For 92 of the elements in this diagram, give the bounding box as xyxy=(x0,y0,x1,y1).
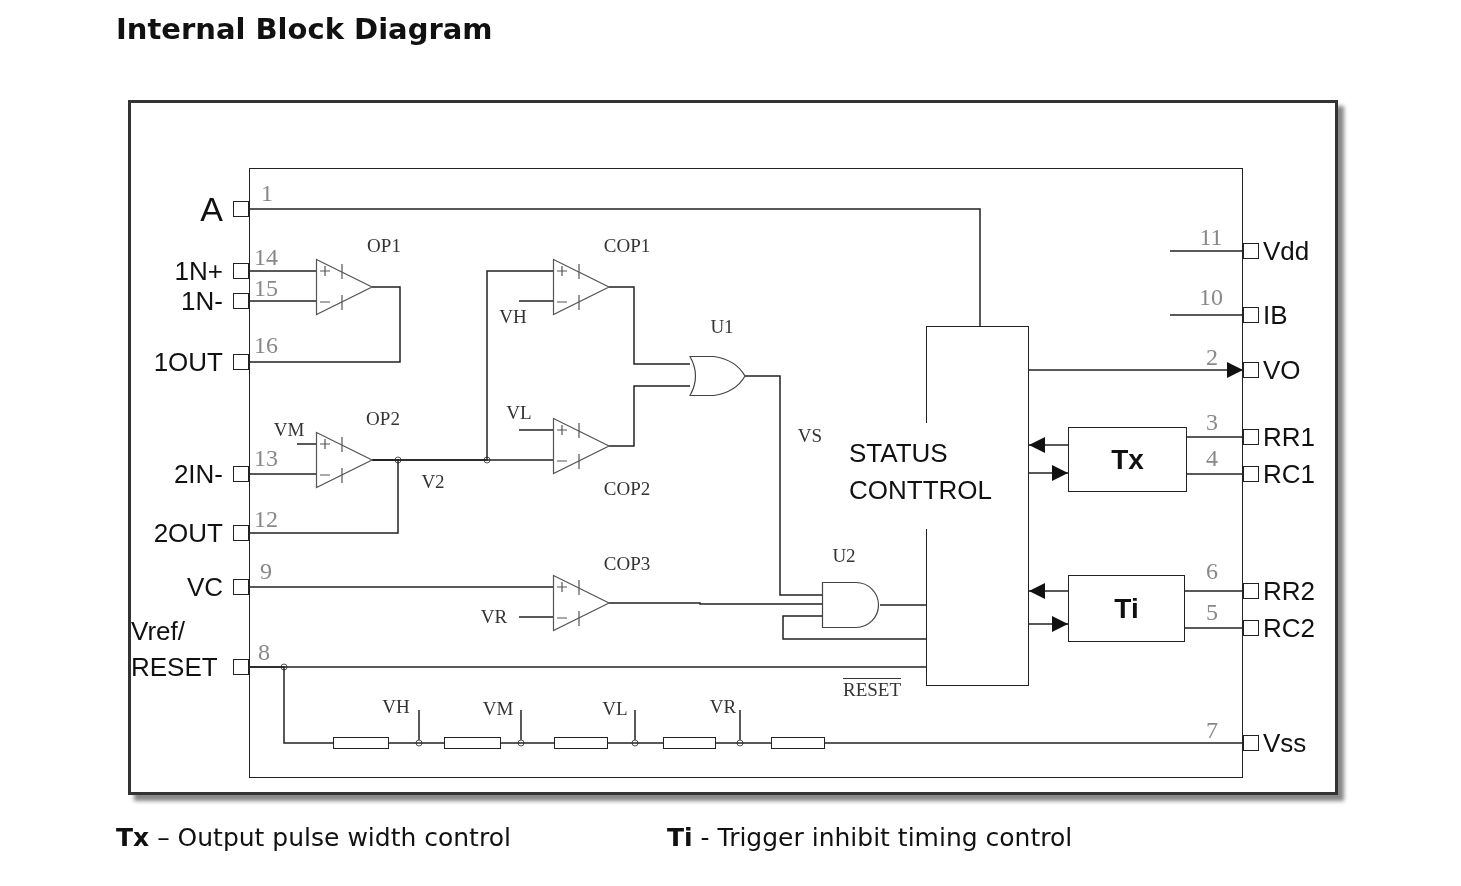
wire xyxy=(248,473,317,475)
pin-number: 2 xyxy=(1206,343,1218,371)
arrow xyxy=(1028,465,1069,481)
pin-label: VO xyxy=(1263,355,1301,385)
pin-number: 9 xyxy=(260,557,272,585)
pin-label: IB xyxy=(1263,300,1288,330)
wire xyxy=(607,742,664,744)
resistor-symbol xyxy=(663,737,716,749)
wire xyxy=(500,742,555,744)
pin-label: 1N- xyxy=(181,286,223,316)
arrow xyxy=(1028,362,1244,378)
component-label: OP2 xyxy=(366,408,400,430)
resistor-symbol xyxy=(444,737,501,749)
pin-number: 14 xyxy=(254,243,278,271)
net-label: VH xyxy=(382,696,410,718)
component-label: COP1 xyxy=(603,235,651,257)
pin-label: RC2 xyxy=(1263,613,1315,643)
wire xyxy=(608,385,691,447)
wire xyxy=(608,602,823,605)
pin-label: Vss xyxy=(1263,728,1307,758)
wire xyxy=(388,742,445,744)
wire xyxy=(248,270,317,272)
wire xyxy=(518,616,554,618)
pin-number: 7 xyxy=(1206,716,1218,744)
pin-label: Vref/ RESET xyxy=(131,615,219,684)
pin-number: 15 xyxy=(254,274,278,302)
pin-label: RC1 xyxy=(1263,459,1315,489)
component-label: U2 xyxy=(832,545,856,567)
wire xyxy=(879,604,927,606)
wire xyxy=(248,286,401,363)
pin-label: Vdd xyxy=(1263,236,1310,266)
block-label: Ti xyxy=(1114,592,1139,625)
net-label: VL xyxy=(602,698,628,720)
component-label: COP2 xyxy=(603,478,651,500)
pin-label: VC xyxy=(186,572,223,602)
pin-label: RR1 xyxy=(1263,422,1315,452)
wire xyxy=(248,459,399,534)
wire xyxy=(782,615,927,640)
arrow xyxy=(1028,437,1069,453)
component-label: COP3 xyxy=(603,553,651,575)
pin-number: 3 xyxy=(1206,408,1218,436)
pin-label: 2OUT xyxy=(153,518,223,548)
timer-block xyxy=(1068,575,1185,642)
wire xyxy=(744,375,823,596)
caption-text: Tx – Output pulse width control xyxy=(116,823,511,852)
pin-number: 8 xyxy=(258,638,270,666)
wire xyxy=(715,742,772,744)
pin-label: RR2 xyxy=(1263,576,1315,606)
wire xyxy=(1184,627,1244,629)
pin-number: 5 xyxy=(1206,598,1218,626)
timer-block xyxy=(1068,427,1187,492)
net-label: VR xyxy=(709,696,737,718)
wire xyxy=(518,300,554,302)
component-label: U1 xyxy=(710,316,734,338)
block-label: Tx xyxy=(1111,443,1144,476)
wire xyxy=(1186,473,1244,475)
wire xyxy=(1186,436,1244,438)
pin-number: 12 xyxy=(254,505,278,533)
arrow xyxy=(1028,583,1069,599)
pin-number: 6 xyxy=(1206,557,1218,585)
arrow xyxy=(1028,616,1069,632)
wire xyxy=(1184,590,1244,592)
resistor-symbol xyxy=(554,737,608,749)
pin-number: 16 xyxy=(254,331,278,359)
wire xyxy=(1169,314,1244,316)
wire xyxy=(1169,250,1244,252)
wire xyxy=(248,208,981,327)
wire xyxy=(518,429,554,431)
caption-text: Ti - Trigger inhibit timing control xyxy=(667,823,1073,852)
resistor-symbol xyxy=(771,737,825,749)
wire xyxy=(824,742,1244,744)
pin-number: 13 xyxy=(254,444,278,472)
wire xyxy=(608,286,691,365)
pin-label: 1OUT xyxy=(153,347,223,377)
pin-label: 2IN- xyxy=(173,459,223,489)
wire xyxy=(248,586,554,588)
wire xyxy=(248,666,334,744)
pin-label: A xyxy=(200,189,223,229)
net-label: VM xyxy=(482,698,514,720)
wire xyxy=(296,443,317,445)
pin-number: 11 xyxy=(1199,223,1223,251)
wire xyxy=(371,459,554,461)
wire xyxy=(248,300,317,302)
pin-number: 1 xyxy=(261,179,273,207)
pin-number: 4 xyxy=(1206,444,1218,472)
pin-label: 1N+ xyxy=(174,256,223,286)
pin-number: 10 xyxy=(1199,283,1223,311)
diagram-title: Internal Block Diagram xyxy=(116,12,493,46)
resistor-symbol xyxy=(333,737,389,749)
block-label: STATUS CONTTROL xyxy=(849,437,993,507)
signal-label: RESET xyxy=(842,679,902,701)
component-label: OP1 xyxy=(367,235,401,257)
